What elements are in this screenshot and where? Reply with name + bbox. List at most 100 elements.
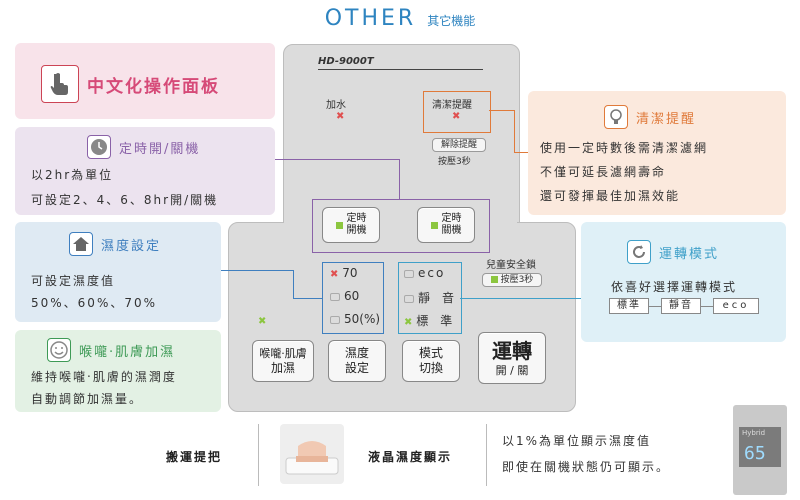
clock-icon bbox=[87, 135, 111, 159]
timer-off-l2: 關機 bbox=[441, 225, 462, 236]
chinese-panel-title: 中文化操作面板 bbox=[87, 76, 220, 97]
humidity-desc-2: 50%、60%、70% bbox=[31, 296, 158, 310]
child-lock-label: 兒童安全鎖 bbox=[486, 260, 536, 271]
release-reminder-button[interactable]: 解除提醒 bbox=[432, 138, 486, 152]
mode-btn-l1: 模式 bbox=[418, 346, 443, 360]
droplet-x-icon: ✖ bbox=[336, 111, 345, 122]
throat-btn-l2: 加濕 bbox=[270, 361, 295, 375]
mode-title: 運轉模式 bbox=[659, 246, 720, 262]
mode-standard-text: 標 準 bbox=[416, 314, 453, 328]
connector-line bbox=[460, 298, 581, 299]
mode-eco-text: eco bbox=[418, 266, 446, 280]
release-press-3s: 按壓3秒 bbox=[438, 157, 471, 167]
house-icon bbox=[69, 232, 93, 256]
connector-line bbox=[514, 152, 528, 153]
humidify-label: 加水 bbox=[326, 100, 346, 111]
timer-on-l1: 定時 bbox=[346, 213, 367, 224]
feature-mode: 運轉模式 依喜好選擇運轉模式 標準 靜音 eco bbox=[581, 222, 786, 342]
humidity-60-text: 60 bbox=[344, 289, 360, 303]
humidity-60: 60 bbox=[330, 289, 359, 303]
lcd-desc-1: 以1%為單位顯示濕度值 bbox=[502, 434, 652, 448]
humidity-50-text: 50(%) bbox=[344, 312, 381, 326]
feature-throat: 喉嚨‧肌膚加濕 維持喉嚨‧肌膚的濕潤度 自動調節加濕量。 bbox=[15, 330, 221, 412]
power-button[interactable]: 運轉 開 / 關 bbox=[478, 332, 546, 384]
humidity-btn-l1: 濕度 bbox=[344, 346, 369, 360]
throat-desc-1: 維持喉嚨‧肌膚的濕潤度 bbox=[31, 370, 177, 384]
humidity-setting-button[interactable]: 濕度 設定 bbox=[328, 340, 386, 382]
mode-standard: ✖ 標 準 bbox=[404, 314, 453, 328]
divider bbox=[258, 424, 259, 486]
indicator-light bbox=[490, 276, 498, 283]
title-zh: 其它機能 bbox=[427, 14, 476, 28]
mode-option-standard: 標準 bbox=[609, 298, 649, 314]
connector-line bbox=[221, 270, 293, 271]
humidity-70-text: 70 bbox=[342, 266, 358, 280]
panel-joint bbox=[284, 218, 517, 228]
mode-option-eco: eco bbox=[713, 298, 759, 314]
clean-title: 清潔提醒 bbox=[636, 111, 697, 127]
handle-label: 搬運提把 bbox=[166, 450, 223, 464]
power-btn-l2: 開 / 關 bbox=[495, 363, 529, 377]
timer-desc-1: 以2hr為單位 bbox=[31, 168, 114, 182]
timer-highlight bbox=[312, 199, 490, 253]
lcd-desc-2: 即使在關機狀態仍可顯示。 bbox=[502, 460, 671, 474]
mode-option-quiet: 靜音 bbox=[661, 298, 701, 314]
throat-x-icon: ✖ bbox=[258, 316, 267, 327]
timer-off-l1: 定時 bbox=[441, 213, 462, 224]
connector-line bbox=[399, 159, 400, 199]
mode-btn-l2: 切換 bbox=[418, 361, 443, 375]
clean-reminder-label: 清潔提醒 bbox=[432, 100, 472, 111]
throat-title: 喉嚨‧肌膚加濕 bbox=[79, 344, 176, 360]
clean-x-icon: ✖ bbox=[452, 111, 461, 122]
humidity-desc-1: 可設定濕度值 bbox=[31, 274, 116, 288]
humidity-title: 濕度設定 bbox=[101, 238, 162, 254]
timer-on-l2: 開機 bbox=[346, 225, 367, 236]
throat-btn-l1: 喉嚨‧肌膚 bbox=[259, 347, 307, 360]
child-lock-press: 按壓3秒 bbox=[500, 275, 534, 285]
clean-desc-3: 還可發揮最佳加濕效能 bbox=[540, 189, 681, 203]
mode-switch-button[interactable]: 模式 切換 bbox=[402, 340, 460, 382]
lcd-label: 液晶濕度顯示 bbox=[368, 450, 453, 464]
model-name: HD-9000T bbox=[318, 56, 483, 70]
mode-eco: eco bbox=[404, 266, 445, 280]
clean-reminder-highlight bbox=[423, 91, 491, 133]
humidity-btn-l2: 設定 bbox=[344, 361, 369, 375]
feature-chinese-panel: 中文化操作面板 bbox=[15, 43, 275, 119]
smile-icon bbox=[47, 338, 71, 362]
hand-pointer-icon bbox=[41, 65, 79, 103]
lcd-brand: Hybrid bbox=[742, 429, 766, 437]
indicator-light bbox=[430, 221, 438, 229]
title-en: OTHER bbox=[324, 6, 417, 31]
connector-line bbox=[293, 298, 322, 299]
clean-desc-1: 使用一定時數後需清潔濾網 bbox=[540, 141, 709, 155]
humidity-highlight bbox=[322, 262, 384, 334]
feature-humidity: 濕度設定 可設定濕度值 50%、60%、70% bbox=[15, 222, 221, 322]
cycle-icon bbox=[627, 240, 651, 264]
power-btn-l1: 運轉 bbox=[492, 338, 532, 363]
connector-line bbox=[275, 159, 399, 160]
lcd-screen bbox=[739, 427, 781, 467]
indicator-light bbox=[335, 221, 343, 229]
connector-line bbox=[514, 110, 515, 152]
connector-line bbox=[293, 270, 294, 298]
handle-photo bbox=[280, 424, 344, 484]
page-title: OTHER 其它機能 bbox=[0, 6, 800, 31]
feature-clean: 清潔提醒 使用一定時數後需清潔濾網 不僅可延長濾網壽命 還可發揮最佳加濕效能 bbox=[528, 91, 786, 215]
timer-off-button[interactable]: 定時關機 bbox=[417, 207, 475, 243]
mode-desc: 依喜好選擇運轉模式 bbox=[611, 280, 738, 294]
throat-humidify-button[interactable]: 喉嚨‧肌膚 加濕 bbox=[252, 340, 314, 382]
divider bbox=[486, 424, 487, 486]
timer-on-button[interactable]: 定時開機 bbox=[322, 207, 380, 243]
child-lock-button[interactable]: 按壓3秒 bbox=[482, 273, 542, 287]
lightbulb-icon bbox=[604, 105, 628, 129]
mode-quiet: 靜 音 bbox=[404, 289, 454, 306]
clean-desc-2: 不僅可延長濾網壽命 bbox=[540, 165, 667, 179]
mode-quiet-text: 靜 音 bbox=[418, 291, 455, 305]
lcd-value: 65 bbox=[744, 443, 766, 464]
feature-timer: 定時開/關機 以2hr為單位 可設定2、4、6、8hr開/關機 bbox=[15, 127, 275, 215]
humidity-50: 50(%) bbox=[330, 312, 380, 326]
connector-line bbox=[489, 110, 514, 111]
timer-title: 定時開/關機 bbox=[119, 141, 201, 157]
device-panel-top bbox=[283, 44, 520, 226]
timer-desc-2: 可設定2、4、6、8hr開/關機 bbox=[31, 193, 219, 207]
